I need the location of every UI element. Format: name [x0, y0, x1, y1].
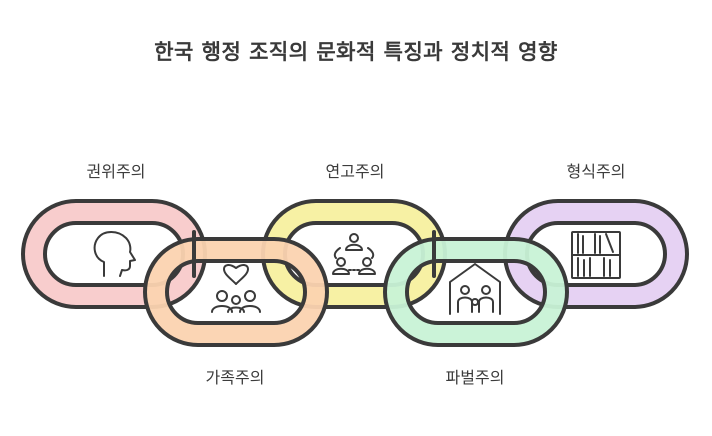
link-outer-outline [383, 237, 569, 347]
chain-link-factionalism [383, 237, 569, 347]
link-inner-outline [405, 259, 547, 325]
bookshelf-icon [571, 231, 621, 279]
label-formalism: 형식주의 [566, 162, 626, 181]
label-factionalism: 파벌주의 [445, 368, 505, 387]
link-outer-outline [143, 237, 329, 347]
label-nepotism: 연고주의 [325, 162, 385, 181]
page-title: 한국 행정 조직의 문화적 특징과 정치적 영향 [154, 40, 558, 64]
label-authoritarianism: 권위주의 [86, 162, 146, 181]
family-heart-icon [211, 264, 261, 313]
link-fill [385, 239, 567, 345]
group-house-icon [449, 263, 501, 315]
network-people-icon [332, 233, 376, 275]
link-fill [145, 239, 327, 345]
label-familism: 가족주의 [205, 368, 265, 387]
head-silhouette-icon [93, 231, 136, 277]
chain-link-familism [143, 237, 329, 347]
link-inner-outline [165, 259, 307, 325]
